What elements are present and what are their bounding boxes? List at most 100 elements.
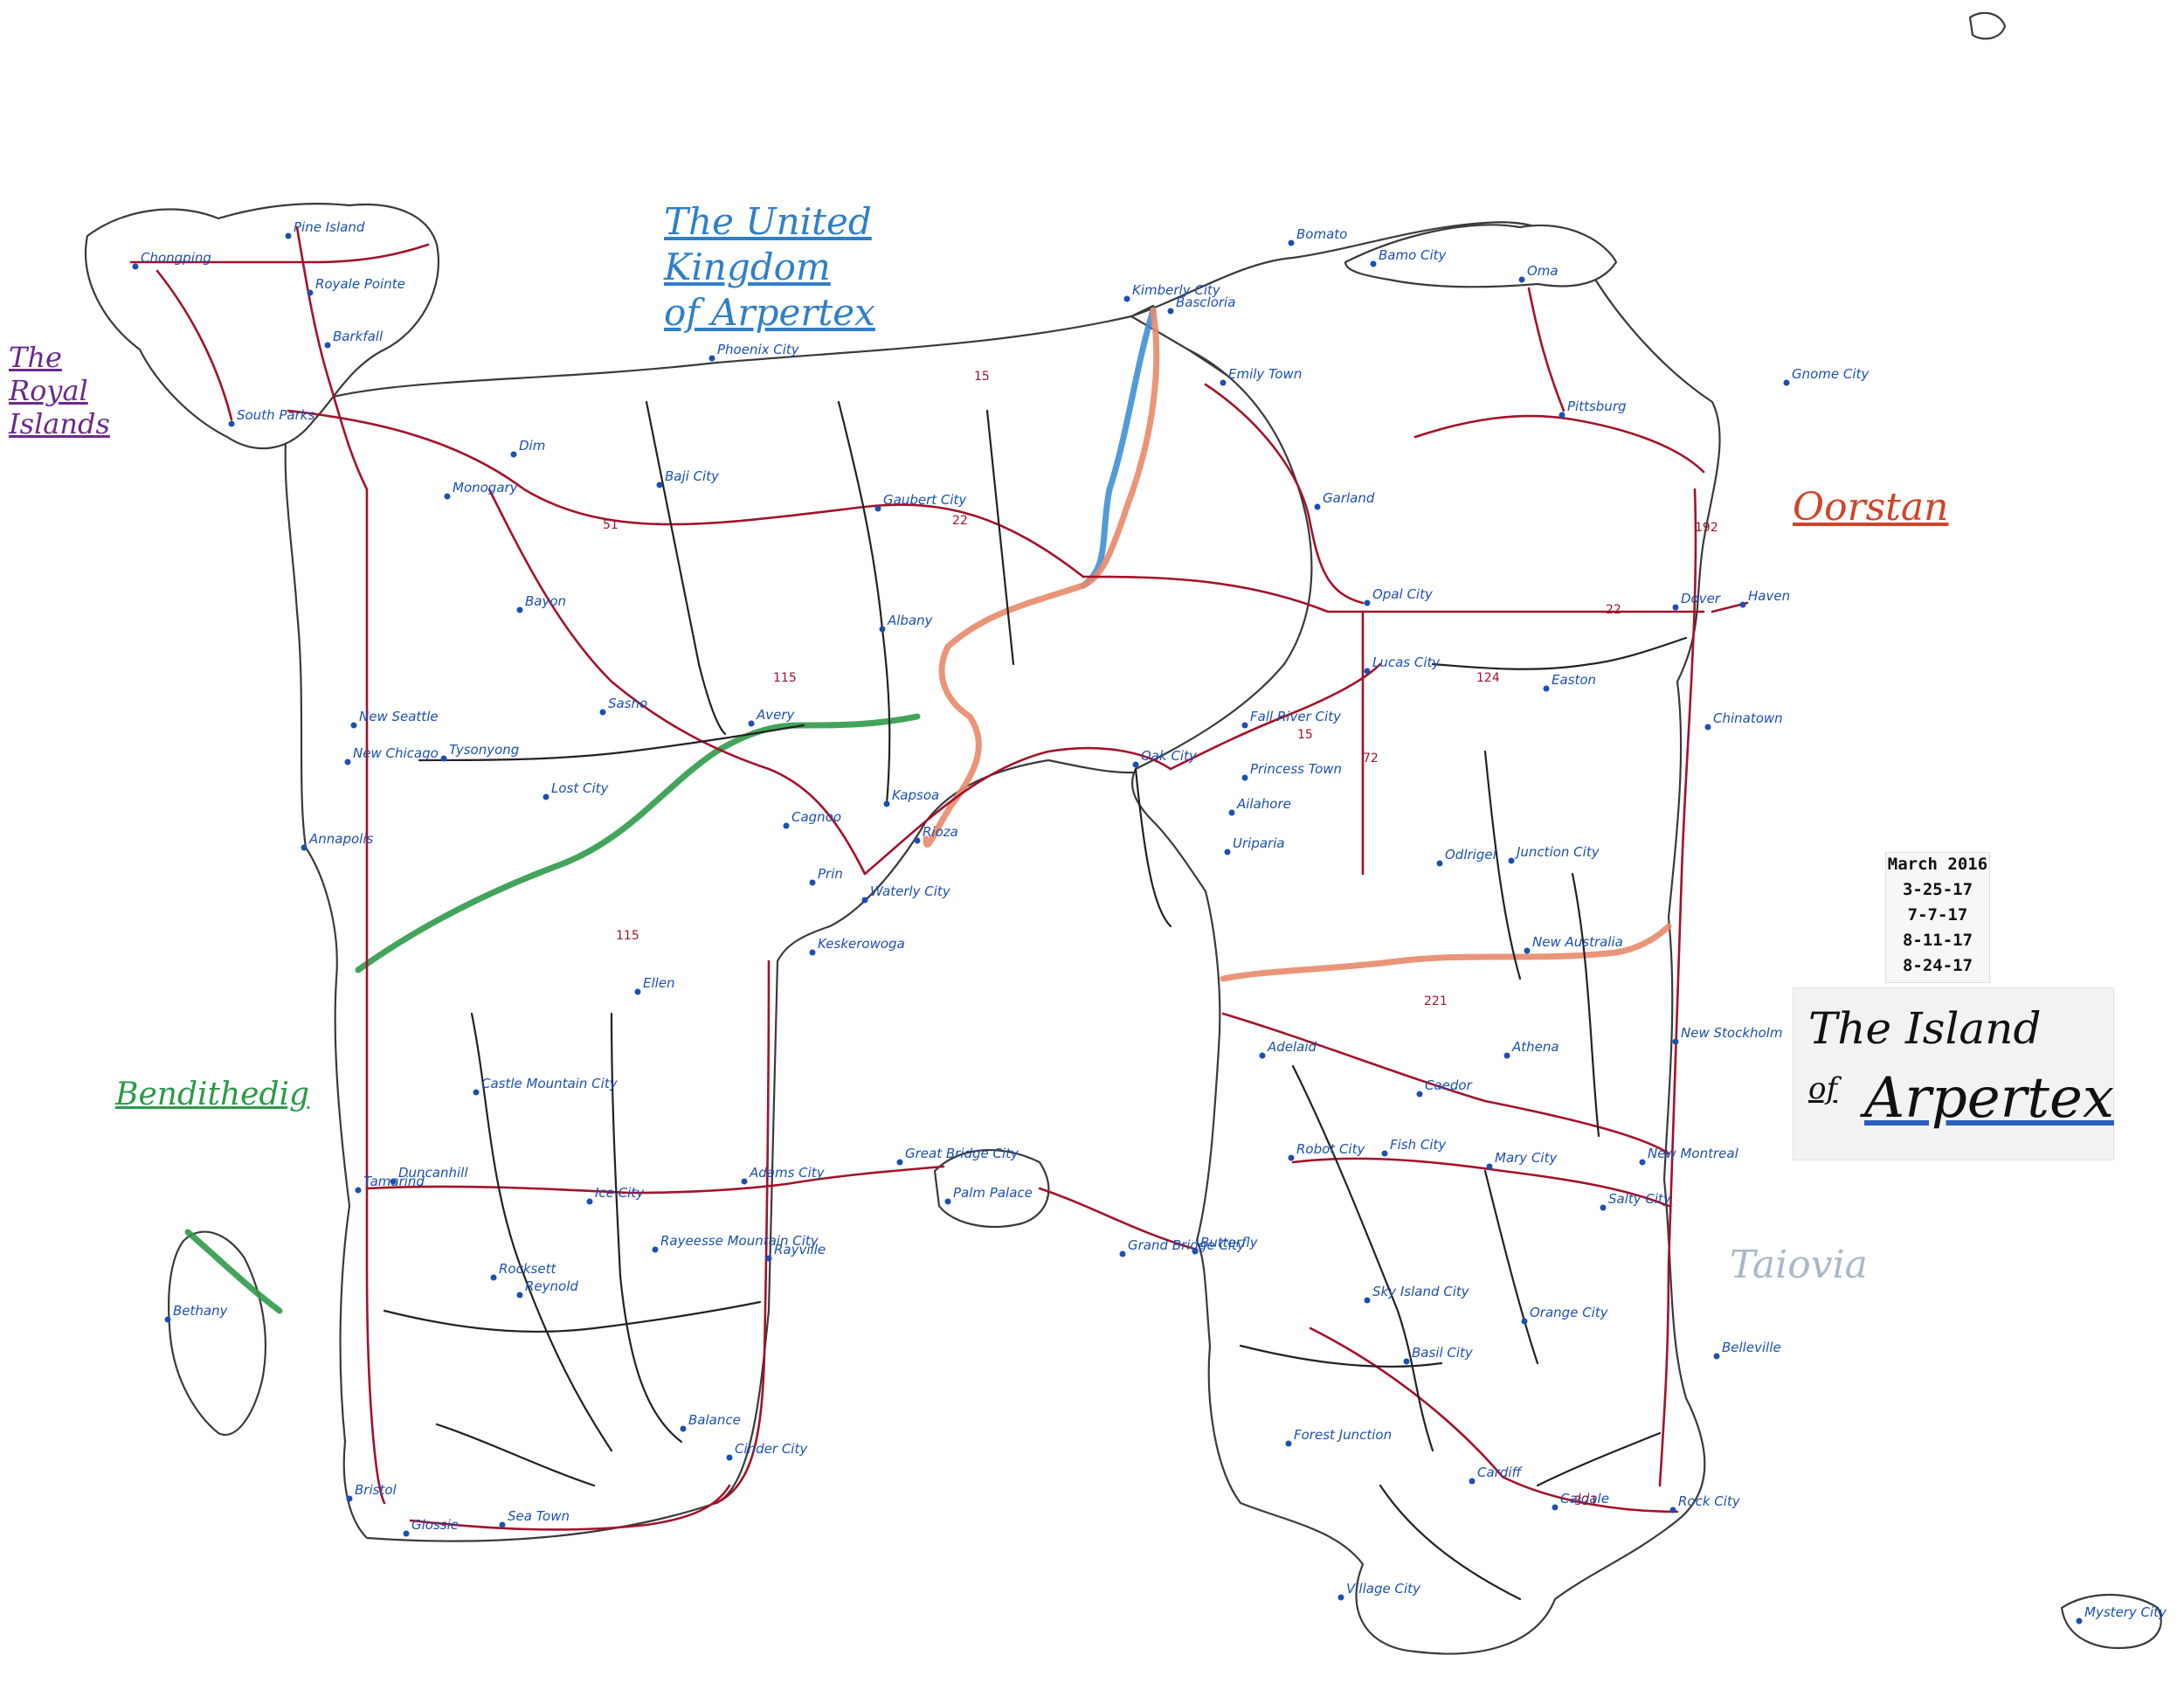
city-label: Bomato xyxy=(1296,226,1347,242)
city-label: Cagnoo xyxy=(791,809,841,825)
region-label-taiovia: Taiovia xyxy=(1730,1243,1868,1287)
map-title-box: The Island of Arpertex xyxy=(1793,987,2114,1160)
city-label: Balance xyxy=(688,1412,741,1428)
region-label-line: Bendithedig xyxy=(115,1077,310,1112)
city-label: Bayon xyxy=(525,593,566,609)
city-label: Dim xyxy=(519,438,545,454)
city-marker xyxy=(680,1425,687,1432)
city-marker xyxy=(1285,1440,1292,1447)
route-number: 22 xyxy=(952,514,968,528)
royal-islands xyxy=(85,203,439,450)
city-marker xyxy=(1639,1159,1646,1166)
city-label: Garland xyxy=(1323,490,1375,506)
region-label-line: Taiovia xyxy=(1730,1243,1868,1287)
city-marker xyxy=(324,342,331,349)
city-marker xyxy=(1739,601,1746,608)
city-marker xyxy=(132,263,139,270)
city-marker xyxy=(1259,1052,1266,1059)
city-marker xyxy=(1241,722,1248,729)
border-uk-oorstan xyxy=(923,307,1160,848)
city-label: Adams City xyxy=(749,1165,826,1181)
city-marker xyxy=(726,1454,733,1461)
city-marker xyxy=(783,822,790,829)
city-label: Palm Palace xyxy=(953,1185,1033,1201)
city-marker xyxy=(1521,1318,1528,1325)
city-marker xyxy=(1370,260,1377,267)
city-marker xyxy=(285,232,292,239)
city-marker xyxy=(883,800,890,807)
city-marker xyxy=(599,709,606,716)
city-marker xyxy=(1503,1052,1510,1059)
landmass-east xyxy=(1130,221,1721,1655)
city-label: Haven xyxy=(1748,588,1790,604)
city-label: Emily Town xyxy=(1228,366,1302,382)
city-marker xyxy=(390,1178,397,1185)
city-marker xyxy=(543,793,549,800)
city-label: Tysonyong xyxy=(449,742,519,758)
city-marker xyxy=(765,1255,772,1262)
border-uk-bendithedig xyxy=(355,713,921,973)
city-marker xyxy=(344,758,351,765)
revision-dates-box: March 2016 3-25-17 7-7-17 8-11-17 8-24-1… xyxy=(1885,852,1990,983)
city-marker xyxy=(809,879,816,886)
city-marker xyxy=(1288,1154,1295,1161)
city-marker xyxy=(1119,1250,1126,1257)
city-marker xyxy=(1486,1163,1493,1170)
city-label: Albany xyxy=(887,613,934,628)
north-peninsula xyxy=(1344,224,1618,288)
city-label: Bethany xyxy=(173,1303,229,1319)
border-bendithedig-island xyxy=(184,1229,283,1314)
city-label: Butterfly xyxy=(1200,1235,1259,1250)
city-label: Pine Island xyxy=(294,219,365,235)
city-marker xyxy=(1192,1248,1199,1255)
city-marker xyxy=(499,1521,506,1528)
city-label: Chongping xyxy=(141,250,211,266)
map-title-line-2: of xyxy=(1808,1071,1838,1106)
city-marker xyxy=(1436,860,1443,867)
city-marker xyxy=(355,1187,362,1194)
city-label: Cardiff xyxy=(1477,1465,1524,1480)
city-marker xyxy=(1314,503,1321,510)
city-label: Basil City xyxy=(1412,1345,1474,1361)
city-marker xyxy=(1364,668,1371,675)
city-label: Annapolis xyxy=(308,831,374,847)
city-marker xyxy=(516,1292,523,1299)
city-marker xyxy=(1364,1297,1371,1304)
city-label: Monogary xyxy=(453,480,519,495)
city-label: Glossie xyxy=(411,1517,459,1533)
city-marker xyxy=(1672,1038,1679,1045)
city-marker xyxy=(652,1246,659,1253)
revision-date: 8-11-17 xyxy=(1902,931,1973,950)
revision-date: 7-7-17 xyxy=(1907,905,1968,925)
city-marker xyxy=(301,844,308,851)
city-marker xyxy=(1132,761,1139,768)
city-label: Kapsoa xyxy=(892,787,939,803)
northeast-islet xyxy=(1968,11,2007,40)
city-label: Ice City xyxy=(595,1185,645,1201)
city-label: Royale Pointe xyxy=(315,276,405,292)
city-marker xyxy=(1552,1504,1559,1511)
region-label-line: of Arpertex xyxy=(664,291,875,334)
city-label: Lucas City xyxy=(1372,655,1441,670)
city-marker xyxy=(1469,1478,1476,1485)
city-label: Oma xyxy=(1527,263,1559,279)
city-marker xyxy=(708,355,715,362)
city-marker xyxy=(2076,1617,2083,1624)
city-label: Phoenix City xyxy=(717,342,800,357)
revision-date: March 2016 xyxy=(1887,855,1988,874)
route-number: 115 xyxy=(616,929,639,943)
city-label: Uriparia xyxy=(1233,835,1285,851)
region-label-bendithedig: Bendithedig xyxy=(115,1077,309,1112)
map-title-line-1: The Island xyxy=(1808,1003,2042,1054)
city-marker xyxy=(350,722,357,729)
city-marker xyxy=(440,755,447,762)
city-label: Mary City xyxy=(1495,1150,1558,1166)
region-label-line: Islands xyxy=(9,407,110,440)
city-marker xyxy=(1403,1358,1410,1365)
route-number: 192 xyxy=(1695,521,1718,535)
revision-date: 3-25-17 xyxy=(1902,880,1973,899)
city-label: Dover xyxy=(1681,591,1721,606)
city-marker xyxy=(1337,1594,1344,1601)
map-title-line-3: Arpertex xyxy=(1864,1066,2114,1131)
